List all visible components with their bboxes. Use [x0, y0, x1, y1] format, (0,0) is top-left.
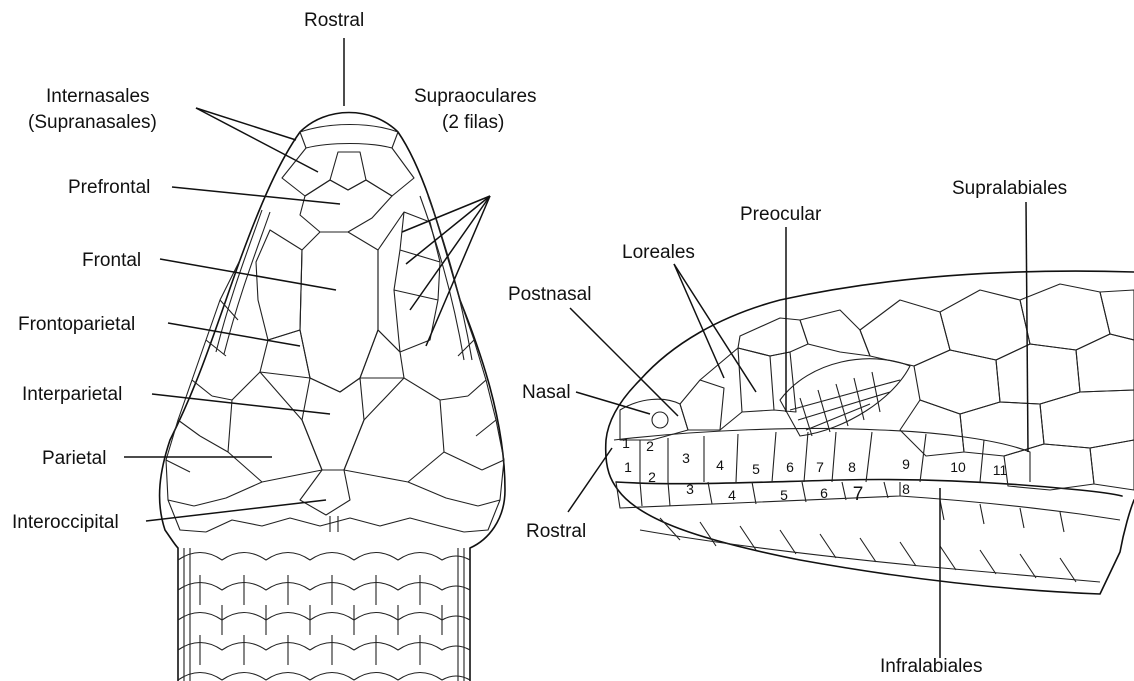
label-internasales: Internasales [46, 86, 150, 107]
label-infralabiales: Infralabiales [880, 656, 982, 677]
supralabial-number: 1 [622, 435, 630, 451]
label-supraoculares-rows: (2 filas) [442, 112, 504, 133]
supralabial-number: 6 [786, 459, 794, 475]
supralabial-number: 3 [682, 450, 690, 466]
label-supraoculares: Supraoculares [414, 86, 537, 107]
supralabial-number: 8 [848, 459, 856, 475]
supralabial-numbers: 1 2 3 4 5 6 7 8 9 10 11 [622, 435, 1007, 478]
label-postnasal: Postnasal [508, 284, 591, 305]
label-parietal: Parietal [42, 448, 106, 469]
label-prefrontal: Prefrontal [68, 177, 150, 198]
label-frontal: Frontal [82, 250, 141, 271]
label-interparietal: Interparietal [22, 384, 122, 405]
infralabial-number: 7 [853, 484, 864, 505]
infralabial-number: 6 [820, 485, 828, 501]
supralabial-number: 4 [716, 457, 724, 473]
lateral-leader-lines [568, 202, 1028, 658]
infralabial-number: 1 [624, 459, 632, 475]
label-nasal: Nasal [522, 382, 571, 403]
supralabial-number: 10 [950, 459, 966, 475]
supralabial-number: 7 [816, 459, 824, 475]
infralabial-number: 4 [728, 487, 736, 503]
label-supranasales: (Supranasales) [28, 112, 157, 133]
label-interoccipital: Interoccipital [12, 512, 119, 533]
label-supralabiales: Supralabiales [952, 178, 1067, 199]
infralabial-number: 3 [686, 481, 694, 497]
dorsal-head-illustration [160, 113, 505, 681]
label-rostral-top: Rostral [304, 10, 364, 31]
label-loreales: Loreales [622, 242, 695, 263]
supralabial-number: 2 [646, 438, 654, 454]
label-rostral-side: Rostral [526, 521, 586, 542]
label-preocular: Preocular [740, 204, 822, 225]
infralabial-number: 5 [780, 487, 788, 503]
dorsal-leader-lines [124, 38, 490, 521]
lateral-labels: Supralabiales Preocular Loreales Postnas… [508, 178, 1067, 677]
lateral-head-illustration [606, 271, 1134, 594]
supralabial-number: 11 [993, 462, 1008, 478]
supralabial-number: 5 [752, 461, 760, 477]
label-frontoparietal: Frontoparietal [18, 314, 135, 335]
infralabial-number: 8 [902, 481, 910, 497]
infralabial-number: 2 [648, 469, 656, 485]
supralabial-number: 9 [902, 456, 910, 472]
